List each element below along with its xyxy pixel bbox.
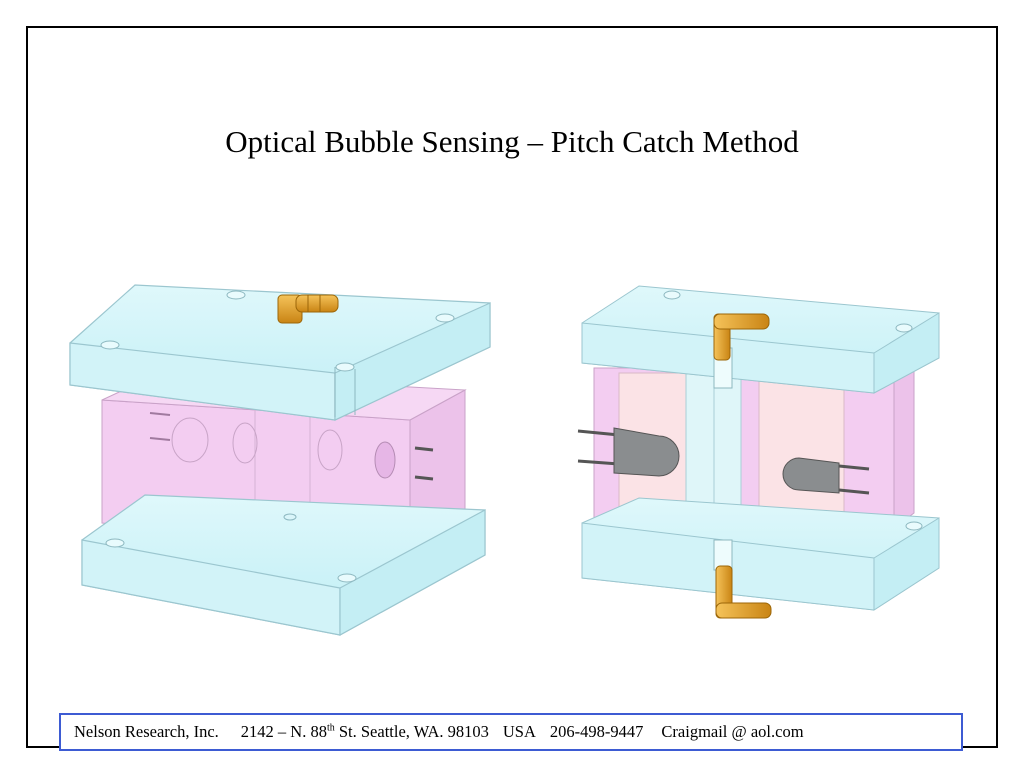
section-bottom-plate (581, 497, 940, 611)
inlet-fitting-bottom (715, 565, 772, 619)
footer-address-suffix: St. Seattle, WA. 98103 (334, 722, 489, 741)
top-plate (69, 284, 491, 421)
footer-address-prefix: 2142 – N. 88 (240, 722, 327, 741)
emitter-led (577, 427, 680, 477)
outlet-fitting (713, 313, 770, 361)
footer-company: Nelson Research, Inc. (74, 722, 219, 741)
receiver-led (782, 457, 870, 495)
footer-contact: Nelson Research, Inc. 2142 – N. 88th St.… (59, 713, 963, 751)
footer-address-sup: th (326, 722, 335, 734)
footer-address: 2142 – N. 88th St. Seattle, WA. 98103 (241, 722, 489, 742)
slide-title: Optical Bubble Sensing – Pitch Catch Met… (225, 124, 799, 159)
footer-phone: 206-498-9447 (549, 722, 644, 741)
footer-email[interactable]: Craigmail @ aol.com (661, 722, 804, 741)
sensor-leads (414, 446, 434, 481)
cross-section-illustration (577, 285, 940, 619)
footer-country: USA (502, 722, 536, 741)
bottom-plate (81, 494, 486, 637)
inlet-fitting (277, 294, 339, 324)
assembled-sensor-illustration (69, 284, 491, 637)
